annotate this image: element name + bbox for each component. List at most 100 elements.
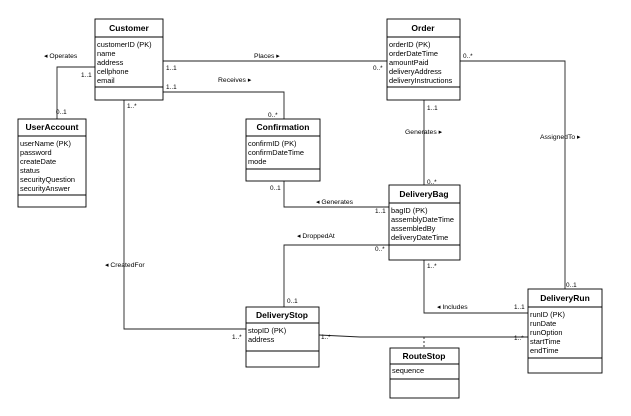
operates-arrow-icon: ◂ <box>44 53 49 60</box>
class-attribute: securityQuestion <box>20 175 75 184</box>
places-mult-customer: 1..1 <box>166 65 177 72</box>
class-attribute: stopID (PK) <box>248 326 286 335</box>
class-attribute: deliveryAddress <box>389 67 442 76</box>
class-attribute: runOption <box>530 328 562 337</box>
createdfor-label: ◂ CreatedFor <box>105 262 145 269</box>
class-attribute: securityAnswer <box>20 184 71 193</box>
generates-conf-line <box>283 181 389 208</box>
class-attribute: assemblyDateTime <box>391 215 454 224</box>
class-customer[interactable]: Customer customerID (PK) name address ce… <box>94 18 164 101</box>
class-name: UserAccount <box>26 122 79 132</box>
class-attribute: password <box>20 148 52 157</box>
class-attribute: cellphone <box>97 67 129 76</box>
operates-line <box>56 66 95 119</box>
class-attribute: address <box>248 335 275 344</box>
generates-order-mult-bag: 0..* <box>427 179 437 186</box>
class-attribute: orderDateTime <box>389 49 438 58</box>
class-attribute: endTime <box>530 346 558 355</box>
class-order[interactable]: Order orderID (PK) orderDateTime amountP… <box>386 18 461 101</box>
generates-order-mult-order: 1..1 <box>427 105 438 112</box>
class-attribute: deliveryInstructions <box>389 76 453 85</box>
stop-run-line <box>318 334 528 338</box>
receives-label: Receives ▸ <box>218 77 252 84</box>
generates-conf-label-text: Generates <box>321 199 353 206</box>
assignedto-label-text: AssignedTo <box>540 134 575 141</box>
class-attribute: runID (PK) <box>530 310 565 319</box>
class-deliverybag[interactable]: DeliveryBag bagID (PK) assemblyDateTime … <box>388 184 461 261</box>
generates-order-label: Generates ▸ <box>405 129 443 136</box>
createdfor-mult-customer: 1..* <box>127 103 137 110</box>
droppedat-label-text: DroppedAt <box>302 233 335 240</box>
generates-conf-label: ◂ Generates <box>316 199 354 206</box>
droppedat-mult-bag: 0..* <box>375 246 385 253</box>
class-attribute: bagID (PK) <box>391 206 428 215</box>
operates-mult-customer: 1..1 <box>81 72 92 79</box>
class-attribute: customerID (PK) <box>97 40 152 49</box>
class-attribute: runDate <box>530 319 556 328</box>
droppedat-line <box>283 244 389 307</box>
class-attribute: assembledBy <box>391 224 436 233</box>
class-routestop[interactable]: RouteStop sequence <box>389 347 460 399</box>
class-deliverystop[interactable]: DeliveryStop stopID (PK) address <box>245 306 320 368</box>
places-arrow-icon: ▸ <box>274 53 280 60</box>
class-deliveryrun[interactable]: DeliveryRun runID (PK) runDate runOption… <box>527 288 603 374</box>
receives-mult-customer: 1..1 <box>166 84 177 91</box>
class-name: DeliveryBag <box>399 189 448 199</box>
places-label-text: Places <box>254 53 275 60</box>
receives-mult-confirmation: 0..* <box>268 112 278 119</box>
generates-order-label-text: Generates <box>405 129 437 136</box>
class-name: RouteStop <box>403 351 446 361</box>
class-attribute: startTime <box>530 337 561 346</box>
class-attribute: mode <box>248 157 267 166</box>
class-attribute: createDate <box>20 157 56 166</box>
class-name: Confirmation <box>257 122 310 132</box>
class-name: Order <box>411 23 435 33</box>
operates-label: ◂ Operates <box>44 53 78 60</box>
receives-arrow-icon: ▸ <box>246 77 252 84</box>
generates-conf-mult-bag: 1..1 <box>375 208 386 215</box>
class-name: Customer <box>109 23 149 33</box>
class-attribute: confirmID (PK) <box>248 139 296 148</box>
assignedto-mult-order: 0..* <box>463 53 473 60</box>
includes-label: ◂ Includes <box>437 304 468 311</box>
class-attribute: email <box>97 76 115 85</box>
generates-order-arrow-icon: ▸ <box>437 129 443 136</box>
class-attribute: sequence <box>392 366 424 375</box>
class-confirmation[interactable]: Confirmation confirmID (PK) confirmDateT… <box>245 118 321 182</box>
class-attribute: address <box>97 58 124 67</box>
operates-label-text: Operates <box>49 53 78 60</box>
generates-conf-mult-confirmation: 0..1 <box>270 185 281 192</box>
includes-line <box>423 260 528 314</box>
class-attribute: deliveryDateTime <box>391 233 448 242</box>
createdfor-label-text: CreatedFor <box>110 262 145 269</box>
class-attribute: status <box>20 166 40 175</box>
createdfor-line <box>123 100 246 330</box>
class-attribute: userName (PK) <box>20 139 71 148</box>
assignedto-label: AssignedTo ▸ <box>540 134 581 141</box>
class-name: DeliveryStop <box>256 310 308 320</box>
droppedat-mult-stop: 0..1 <box>287 298 298 305</box>
operates-mult-useraccount: 0..1 <box>56 109 67 116</box>
class-attribute: name <box>97 49 116 58</box>
stop-run-mult-run: 1..* <box>514 335 524 342</box>
places-label: Places ▸ <box>254 53 280 60</box>
includes-label-text: Includes <box>442 304 468 311</box>
assignedto-line <box>460 60 566 289</box>
class-useraccount[interactable]: UserAccount userName (PK) password creat… <box>17 118 87 208</box>
assignedto-mult-run: 0..1 <box>566 282 577 289</box>
droppedat-label: ◂ DroppedAt <box>297 233 335 240</box>
generates-conf-arrow-icon: ◂ <box>316 199 321 206</box>
createdfor-arrow-icon: ◂ <box>105 262 110 269</box>
includes-mult-bag: 1..* <box>427 263 437 270</box>
receives-line <box>163 91 285 119</box>
droppedat-arrow-icon: ◂ <box>297 233 302 240</box>
stop-run-mult-stop: 1..* <box>321 334 331 341</box>
createdfor-mult-stop: 1..* <box>232 334 242 341</box>
receives-label-text: Receives <box>218 77 247 84</box>
places-mult-order: 0..* <box>373 65 383 72</box>
class-attribute: confirmDateTime <box>248 148 304 157</box>
class-attribute: amountPaid <box>389 58 428 67</box>
class-name: DeliveryRun <box>540 293 590 303</box>
includes-mult-run: 1..1 <box>514 304 525 311</box>
